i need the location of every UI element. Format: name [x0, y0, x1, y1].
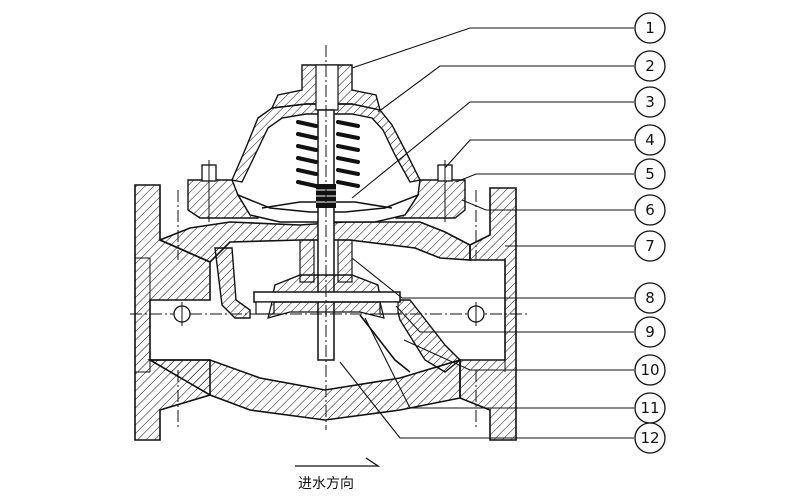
valve-body	[134, 184, 517, 441]
svg-text:6: 6	[645, 201, 655, 219]
svg-text:5: 5	[645, 165, 655, 183]
bonnet-flange-right	[395, 179, 466, 219]
valve-disc	[253, 274, 401, 319]
svg-text:9: 9	[645, 323, 655, 341]
diaphragm-plate	[236, 193, 420, 223]
left-flange	[134, 184, 211, 441]
callout-1: 1	[634, 12, 666, 44]
svg-text:11: 11	[640, 399, 659, 417]
svg-text:8: 8	[645, 289, 655, 307]
svg-text:10: 10	[640, 361, 659, 379]
callout-7: 7	[634, 230, 666, 262]
svg-text:4: 4	[645, 131, 655, 149]
callout-2: 2	[634, 50, 666, 82]
svg-text:7: 7	[645, 237, 655, 255]
callout-6: 6	[634, 194, 666, 226]
lower-body-shell	[147, 358, 461, 421]
callouts: 1 2 3 4 5 6 7 8	[634, 12, 666, 454]
flow-direction-label: 进水方向	[298, 476, 354, 492]
callout-8: 8	[634, 282, 666, 314]
callout-10: 10	[634, 354, 666, 386]
callout-4: 4	[634, 124, 666, 156]
callout-5: 5	[634, 158, 666, 190]
center-lines	[130, 45, 530, 430]
disc-plate	[253, 291, 401, 303]
left-internal-wall	[214, 247, 251, 319]
upper-body-shell	[157, 221, 471, 263]
callout-9: 9	[634, 316, 666, 348]
svg-text:2: 2	[645, 57, 655, 75]
svg-text:3: 3	[645, 93, 655, 111]
right-internal-partition	[394, 299, 462, 373]
svg-text:12: 12	[640, 429, 659, 447]
leader-lines	[339, 27, 634, 439]
callout-12: 12	[634, 422, 666, 454]
flow-arrow-icon	[295, 457, 381, 467]
svg-text:1: 1	[645, 19, 655, 37]
flow-direction-indicator: 进水方向	[295, 457, 381, 492]
callout-3: 3	[634, 86, 666, 118]
callout-11: 11	[634, 392, 666, 424]
